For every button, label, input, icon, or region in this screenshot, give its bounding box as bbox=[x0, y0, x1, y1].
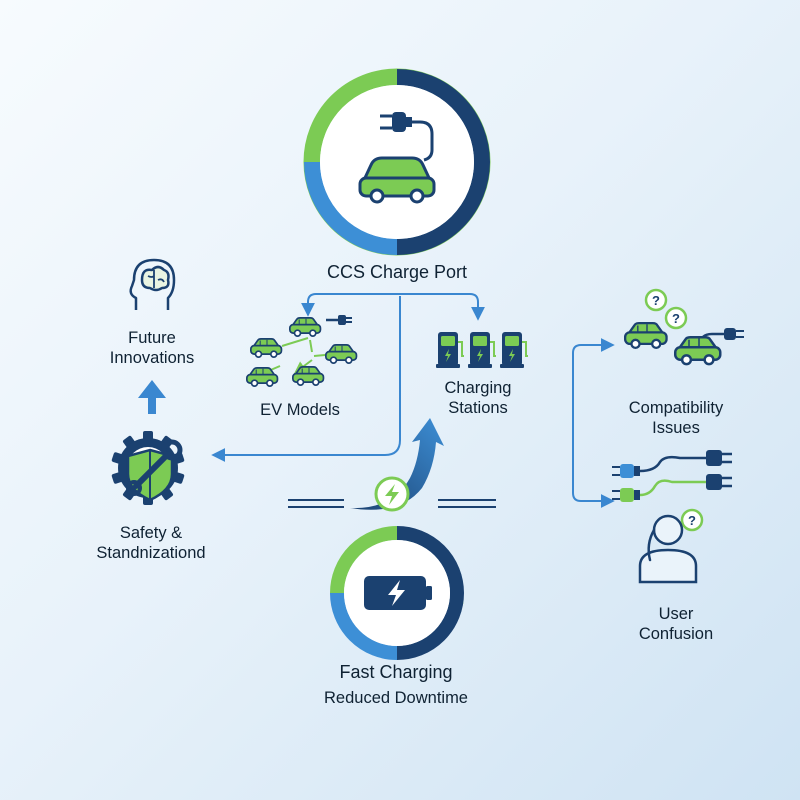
ev-car-icon bbox=[246, 367, 279, 387]
user-confusion-line2: Confusion bbox=[638, 625, 714, 643]
arrow-to-compatibility bbox=[572, 338, 615, 450]
future-innovations-line1: Future bbox=[128, 329, 176, 347]
svg-text:?: ? bbox=[652, 293, 660, 308]
ev-car-icon bbox=[289, 317, 322, 337]
ev-car-icon bbox=[292, 366, 325, 386]
future-innovations-line2: Innovations bbox=[109, 349, 195, 367]
connector-arrows bbox=[211, 293, 615, 508]
car-network-icon bbox=[246, 315, 358, 387]
compatibility-issues-line2: Issues bbox=[652, 419, 700, 437]
ev-models-label: EV Models bbox=[260, 401, 340, 419]
fast-charging-swoosh bbox=[288, 418, 496, 512]
ev-car-icon bbox=[250, 338, 283, 358]
compatibility-issues-line1: Compatibility bbox=[628, 399, 724, 417]
charging-pump-icon bbox=[436, 332, 528, 368]
charging-pump bbox=[468, 332, 496, 368]
confused-person-icon: ? bbox=[638, 508, 704, 584]
future-innovations-label: Future Innovations bbox=[92, 328, 212, 368]
safety-standardization-label: Safety & Standnizationd bbox=[76, 523, 226, 563]
cars-question-plug-icon: ? ? bbox=[624, 288, 744, 366]
brain-head-icon bbox=[129, 258, 176, 310]
arrow-to-cables bbox=[572, 450, 615, 508]
charging-pump bbox=[500, 332, 528, 368]
fast-charging-label: Fast Charging bbox=[339, 662, 453, 682]
charging-stations-line1: Charging bbox=[444, 379, 512, 397]
safety-line1: Safety & bbox=[119, 524, 183, 542]
ev-car-icon bbox=[325, 344, 358, 364]
user-confusion-label: User Confusion bbox=[616, 604, 736, 644]
charging-pump bbox=[436, 332, 464, 368]
svg-text:?: ? bbox=[672, 311, 680, 326]
gear-shield-wrench-icon bbox=[111, 431, 185, 505]
charging-stations-label: Charging Stations bbox=[418, 378, 538, 418]
arrow-to-ev-models bbox=[301, 293, 420, 317]
safety-line2: Standnizationd bbox=[96, 544, 206, 562]
compatibility-issues-label: Compatibility Issues bbox=[606, 398, 746, 438]
arrow-up-to-future bbox=[138, 380, 166, 414]
fast-charging-node bbox=[330, 526, 464, 660]
user-confusion-line1: User bbox=[658, 605, 694, 623]
ccs-port-label: CCS Charge Port bbox=[326, 262, 468, 282]
charging-stations-line2: Stations bbox=[448, 399, 508, 417]
mismatched-cables-icon bbox=[612, 450, 732, 502]
svg-text:?: ? bbox=[688, 513, 696, 528]
compatibility-car-icon bbox=[624, 322, 668, 350]
reduced-downtime-label: Reduced Downtime bbox=[324, 689, 468, 707]
arrow-to-charging-stations bbox=[420, 293, 485, 321]
ev-plug-car-icon bbox=[358, 112, 436, 204]
battery-bolt-icon bbox=[364, 576, 432, 610]
arrow-to-safety bbox=[211, 296, 401, 462]
ccs-port-node bbox=[303, 68, 491, 256]
compatibility-car-icon bbox=[674, 336, 722, 366]
